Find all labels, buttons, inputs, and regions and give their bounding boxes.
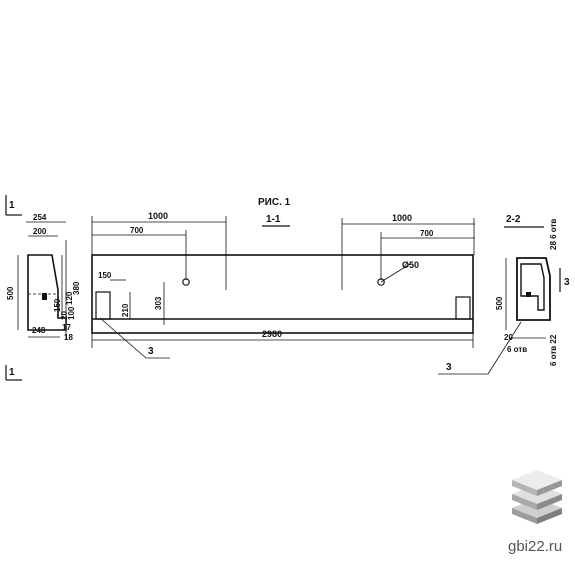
dim-303: 303 (154, 296, 163, 310)
dim-120: 120 (65, 291, 74, 305)
figure-title: РИС. 1 (258, 197, 291, 208)
dim-248: 248 (32, 326, 46, 335)
callout-3-main: 3 (148, 346, 154, 357)
stacked-slabs-icon (512, 470, 562, 524)
section-title-1-1: 1-1 (266, 214, 281, 225)
dim-500-right: 500 (495, 296, 504, 310)
dim-1000-left: 1000 (148, 211, 168, 221)
dim-700-left: 700 (130, 226, 144, 235)
section-title-2-2: 2-2 (506, 214, 521, 225)
dim-380: 380 (72, 281, 81, 295)
callout-3-right: 3 (446, 362, 452, 373)
left-section-view: 1 1 254 200 500 380 150 120 248 17 20 10… (5, 195, 81, 381)
dim-20-right: 20 (504, 333, 513, 342)
dim-2980: 2980 (262, 329, 282, 339)
dim-200: 200 (33, 227, 47, 236)
edge-mark-3: 3 (564, 277, 570, 288)
dim-6-holes-22: 6 отв 22 (549, 334, 558, 366)
dim-254: 254 (33, 213, 47, 222)
beam-outline (91, 254, 474, 334)
dim-500: 500 (6, 286, 15, 300)
rebar-section-mark (526, 292, 531, 297)
dim-150-main: 150 (98, 271, 112, 280)
hole-diameter-label: Ø50 (402, 260, 419, 270)
dim-28-6-holes: 28 6 отв (549, 219, 558, 250)
dim-17: 17 (62, 323, 71, 332)
main-elevation-view: 1000 700 1000 700 Ø50 150 210 303 2980 3 (91, 211, 475, 359)
dim-20: 20 (60, 311, 69, 320)
section-marker-top: 1 (9, 200, 15, 211)
dim-18: 18 (64, 333, 73, 342)
left-end-block (95, 291, 111, 320)
watermark: gbi22.ru (508, 470, 562, 555)
dim-150: 150 (53, 298, 62, 312)
section-marker-bottom: 1 (9, 367, 15, 378)
hole-left (182, 278, 190, 286)
dim-210: 210 (121, 303, 130, 317)
dim-1000-right: 1000 (392, 213, 412, 223)
dim-100: 100 (67, 306, 76, 320)
right-end-block (455, 296, 471, 320)
rebar-mark (42, 293, 47, 300)
right-section-view: 2-2 500 20 6 отв 28 6 отв 6 отв 22 3 3 (438, 214, 570, 375)
dim-6-holes: 6 отв (507, 345, 527, 354)
hole-right (377, 278, 385, 286)
dim-700-right: 700 (420, 229, 434, 238)
watermark-text: gbi22.ru (508, 538, 562, 555)
